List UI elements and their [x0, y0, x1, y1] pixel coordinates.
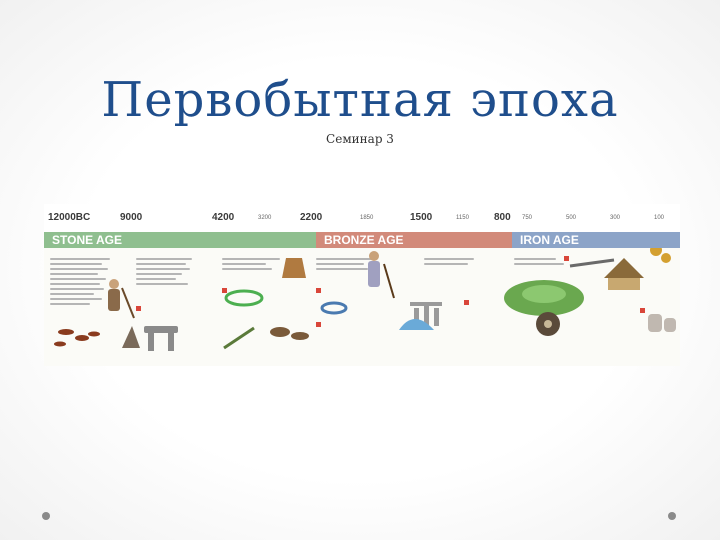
iron-age-column [514, 254, 584, 268]
paleolithic-column [50, 254, 120, 308]
marker [136, 306, 141, 311]
date-label: 12000BC [48, 212, 91, 223]
bottom-right-bullet [668, 512, 676, 520]
slide-title: Первобытная эпоха [101, 72, 619, 128]
timeline-illustrations [54, 248, 676, 351]
cave-painting-icon [54, 329, 100, 347]
standing-stones-icon [410, 302, 442, 326]
worker-figure-icon [368, 251, 395, 299]
date-label: 800 [494, 212, 511, 223]
iron-age-band: IRON AGE [512, 232, 680, 248]
date-label: 4200 [212, 212, 235, 223]
date-label: 300 [610, 215, 621, 221]
enclosure-icon [224, 289, 264, 307]
marker [316, 322, 321, 327]
animal-icon [270, 327, 309, 340]
water-icon [399, 319, 434, 330]
sword-icon [569, 258, 615, 268]
marker [564, 256, 569, 261]
pots-icon [648, 314, 676, 332]
timeline-image: 12000BC 9000 4200 3200 2200 1850 1500 11… [44, 204, 680, 366]
bronze-age-band: BRONZE AGE [316, 232, 512, 248]
hunter-figure-icon [108, 279, 135, 319]
late-bronze-column [424, 254, 494, 268]
pot-icon [282, 258, 306, 278]
date-label: 2200 [300, 212, 323, 223]
axe-icon [223, 326, 255, 350]
coins-icon [650, 248, 671, 263]
stone-tool-icon [122, 326, 140, 348]
date-label: 9000 [120, 212, 143, 223]
date-label: 1500 [410, 212, 433, 223]
mesolithic-column [136, 254, 206, 288]
marker [464, 300, 469, 305]
marker [222, 288, 227, 293]
stone-age-band: STONE AGE [44, 232, 316, 248]
date-label: 3200 [258, 215, 272, 221]
slide-subtitle: Семинар 3 [326, 132, 394, 146]
date-label: 1850 [360, 215, 374, 221]
neolithic-column [222, 254, 302, 273]
date-label: 1150 [456, 215, 469, 221]
date-label: 500 [566, 215, 577, 221]
timeline-content [44, 248, 680, 366]
roundhouse-icon [604, 258, 644, 278]
marker [316, 288, 321, 293]
timeline-dates: 12000BC 9000 4200 3200 2200 1850 1500 11… [44, 204, 680, 228]
date-label: 750 [522, 215, 533, 221]
dolmen-icon [144, 326, 178, 351]
bottom-left-bullet [42, 512, 50, 520]
early-bronze-column [316, 254, 396, 273]
ring-icon [320, 301, 348, 315]
marker [640, 308, 645, 313]
date-label: 100 [654, 215, 665, 221]
